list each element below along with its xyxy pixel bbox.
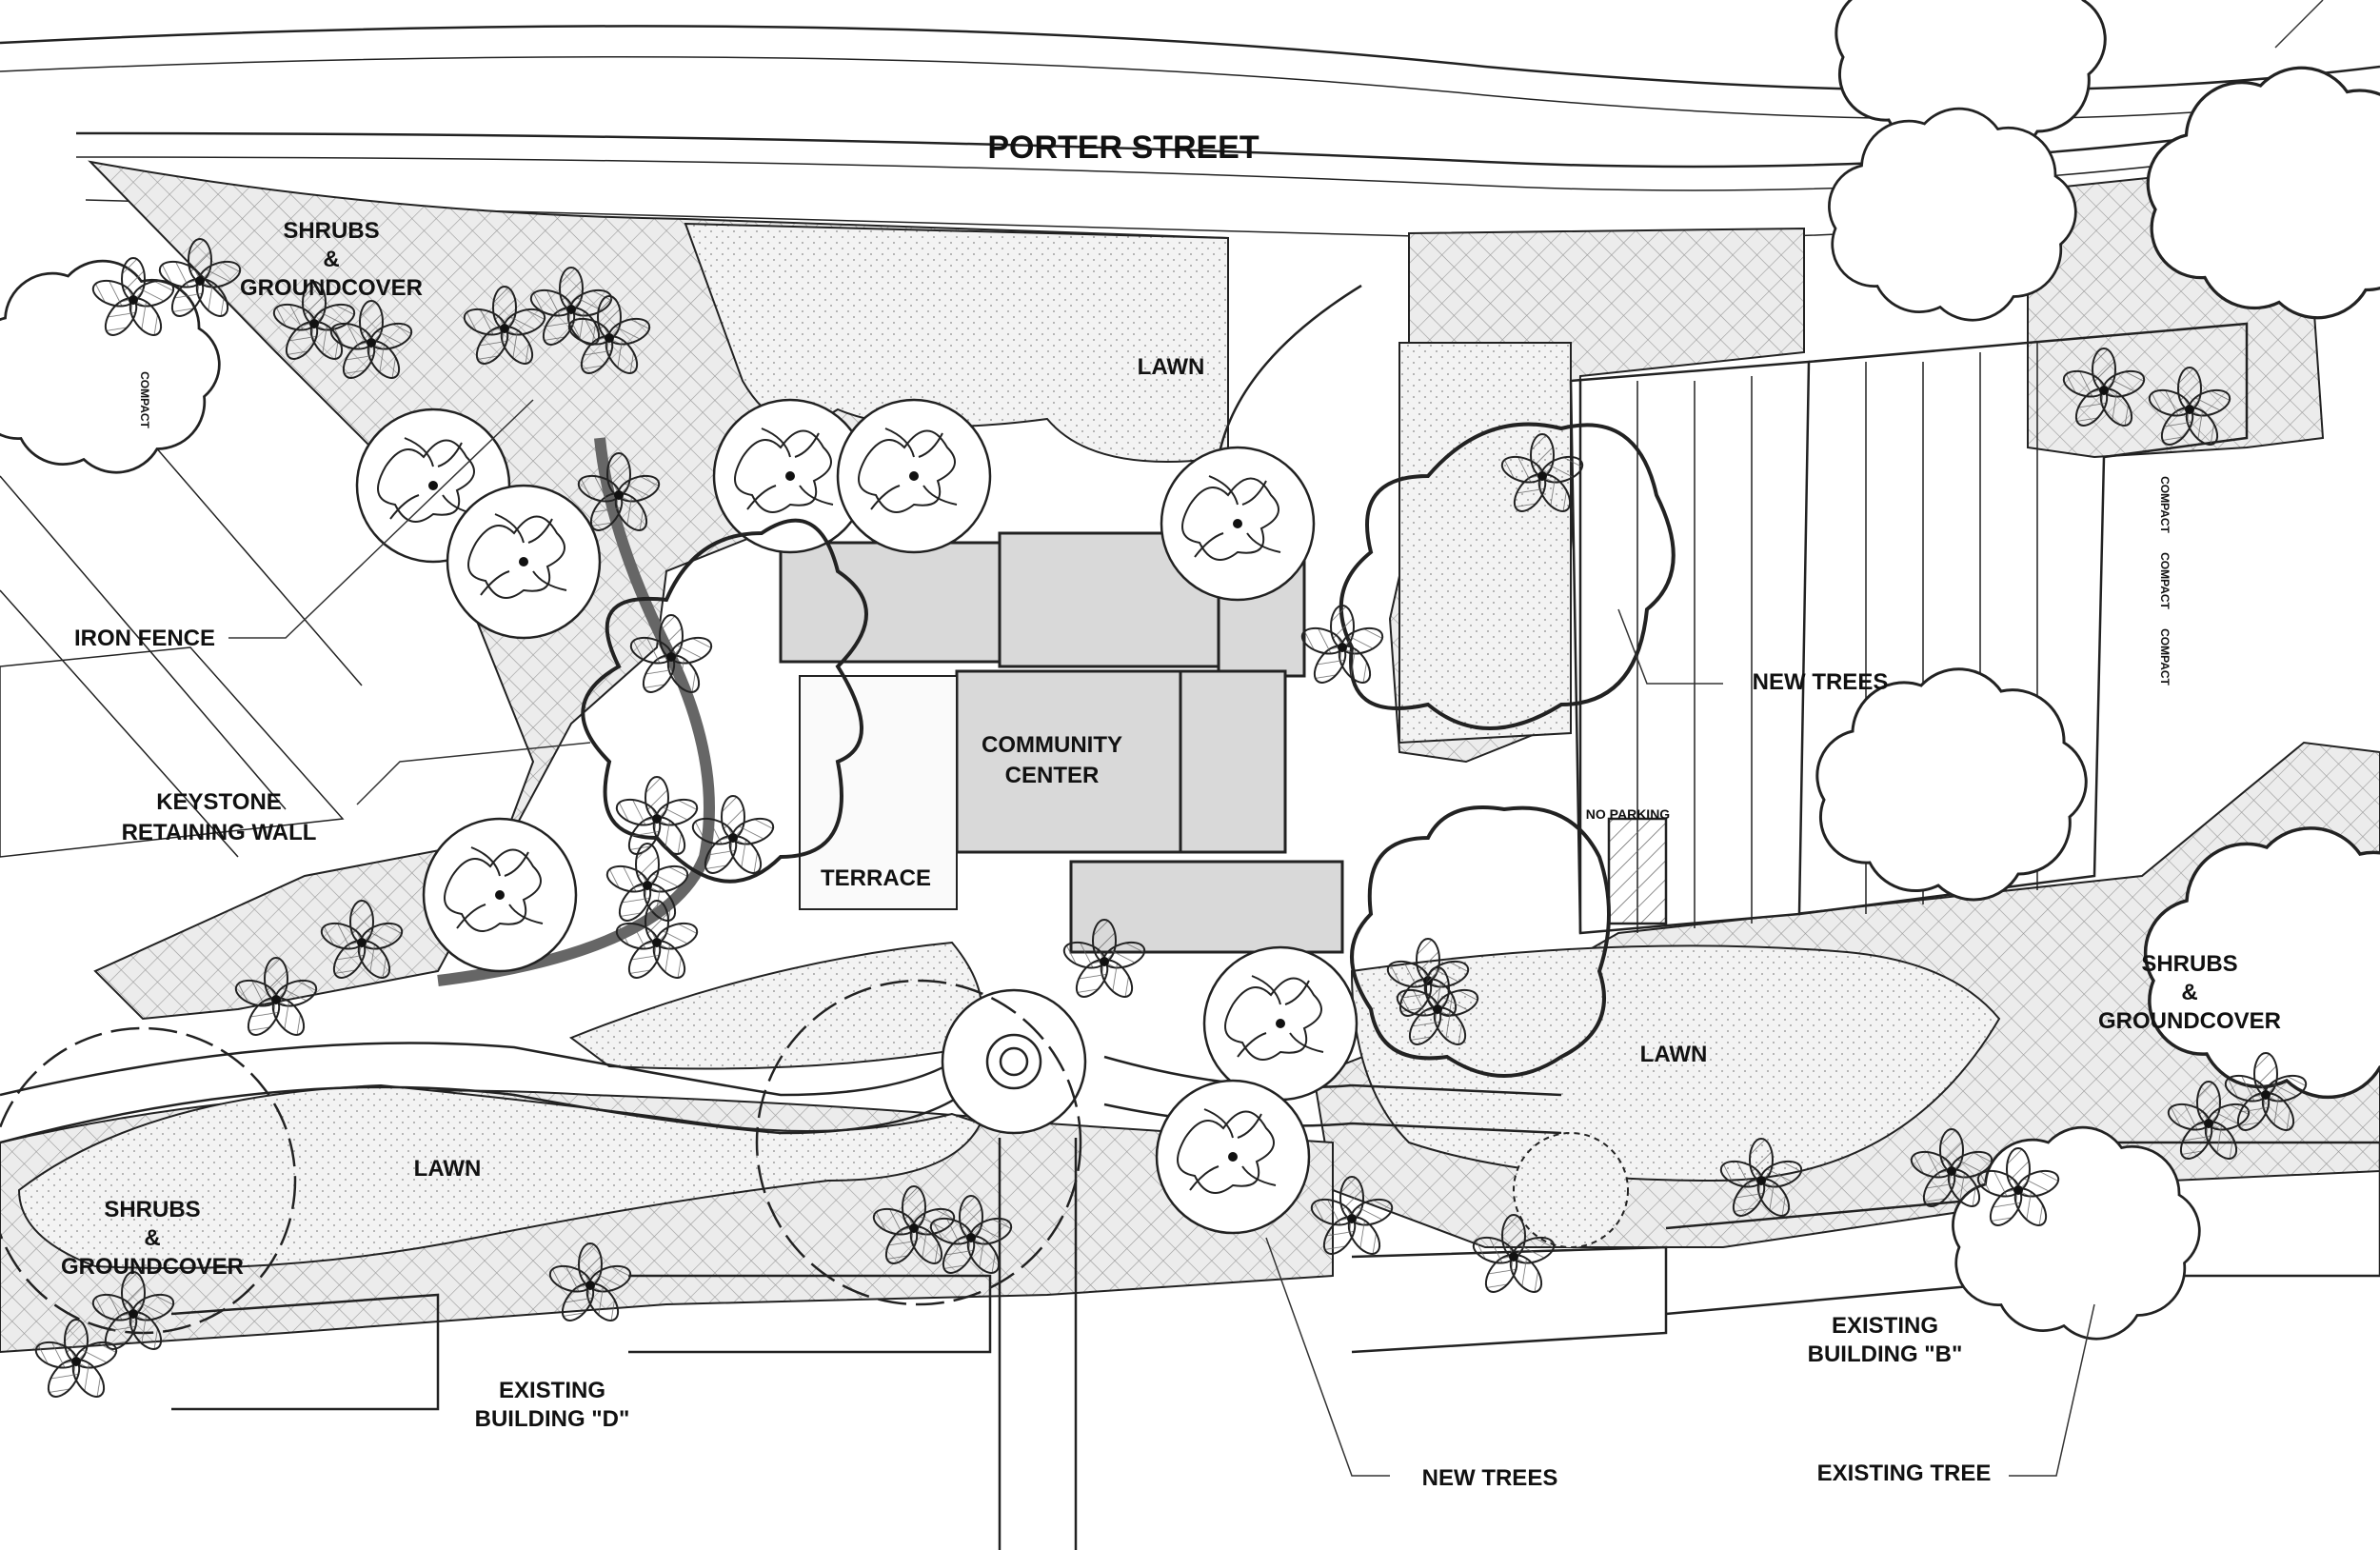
keystone-line1: KEYSTONE <box>156 789 282 815</box>
keystone-line2: RETAINING WALL <box>122 820 317 845</box>
compact-label-east-1: COMPACT <box>2158 476 2172 533</box>
street-name: PORTER STREET <box>987 129 1259 166</box>
compact-label-west: COMPACT <box>138 371 151 428</box>
shrubs-e-line1: SHRUBS <box>2141 951 2237 977</box>
lawn-southeast <box>1350 944 2001 1182</box>
lawn-areas <box>17 222 2001 1269</box>
lawn-north-label: LAWN <box>1138 354 1205 380</box>
existing-tree-dashed <box>1513 1132 1629 1248</box>
building-name-line2: CENTER <box>1005 763 1100 788</box>
new-trees-east-label: NEW TREES <box>1753 669 1889 695</box>
new-trees <box>581 422 1676 1078</box>
building-b-line1: EXISTING <box>1832 1313 1938 1339</box>
building-d-line2: BUILDING "D" <box>475 1406 630 1432</box>
compact-label-east-2: COMPACT <box>2158 552 2172 609</box>
shrubs-sw-line1: SHRUBS <box>104 1197 200 1222</box>
building-name-line1: COMMUNITY <box>982 732 1122 758</box>
building-b-line2: BUILDING "B" <box>1808 1341 1963 1367</box>
shrubs-e-line2: & <box>2181 980 2197 1005</box>
parking-lot <box>1569 322 2249 935</box>
keystone-retaining-wall <box>437 437 715 986</box>
shrubs-sw-line2: & <box>144 1225 160 1251</box>
shrubs-nw-line2: & <box>323 247 339 272</box>
existing-tree-label: EXISTING TREE <box>1817 1461 1992 1486</box>
community-center-building <box>779 531 1344 954</box>
shrubs-nw-line3: GROUNDCOVER <box>240 275 423 301</box>
new-trees-south-label: NEW TREES <box>1422 1465 1558 1491</box>
walkways <box>0 284 1562 1550</box>
lawn-between <box>1398 342 1572 745</box>
lawn-southwest-label: LAWN <box>414 1156 482 1182</box>
leader-lines <box>228 0 2324 1477</box>
shrubs-e-line3: GROUNDCOVER <box>2098 1008 2281 1034</box>
building-d-line1: EXISTING <box>499 1378 605 1403</box>
terrace-paving <box>799 675 958 910</box>
lawn-southwest <box>17 1083 982 1269</box>
lawn-southeast-label: LAWN <box>1640 1042 1708 1067</box>
iron-fence-label: IRON FENCE <box>74 626 215 651</box>
terrace-label: TERRACE <box>821 865 931 891</box>
west-parking <box>0 332 363 858</box>
compact-label-east-3: COMPACT <box>2158 628 2172 686</box>
shrubs-sw-line3: GROUNDCOVER <box>61 1254 244 1280</box>
no-parking-label: NO PARKING <box>1586 806 1671 822</box>
shrubs-nw-line1: SHRUBS <box>283 218 379 244</box>
